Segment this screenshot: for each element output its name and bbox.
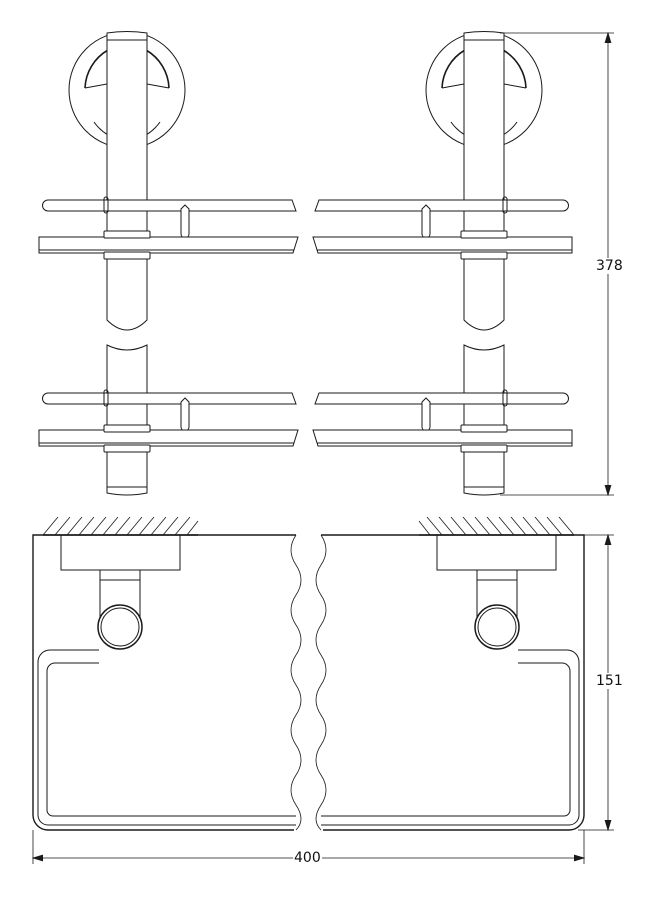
front-view-left-half	[38, 30, 299, 496]
dimension-label-height: 378	[595, 258, 624, 274]
dimension-label-depth: 151	[595, 673, 624, 689]
dimension-depth	[578, 533, 614, 832]
dimension-label-width: 400	[293, 850, 322, 866]
top-view-left-half	[32, 516, 302, 831]
top-view-right-half	[315, 516, 585, 831]
front-view-right-half	[312, 30, 573, 496]
